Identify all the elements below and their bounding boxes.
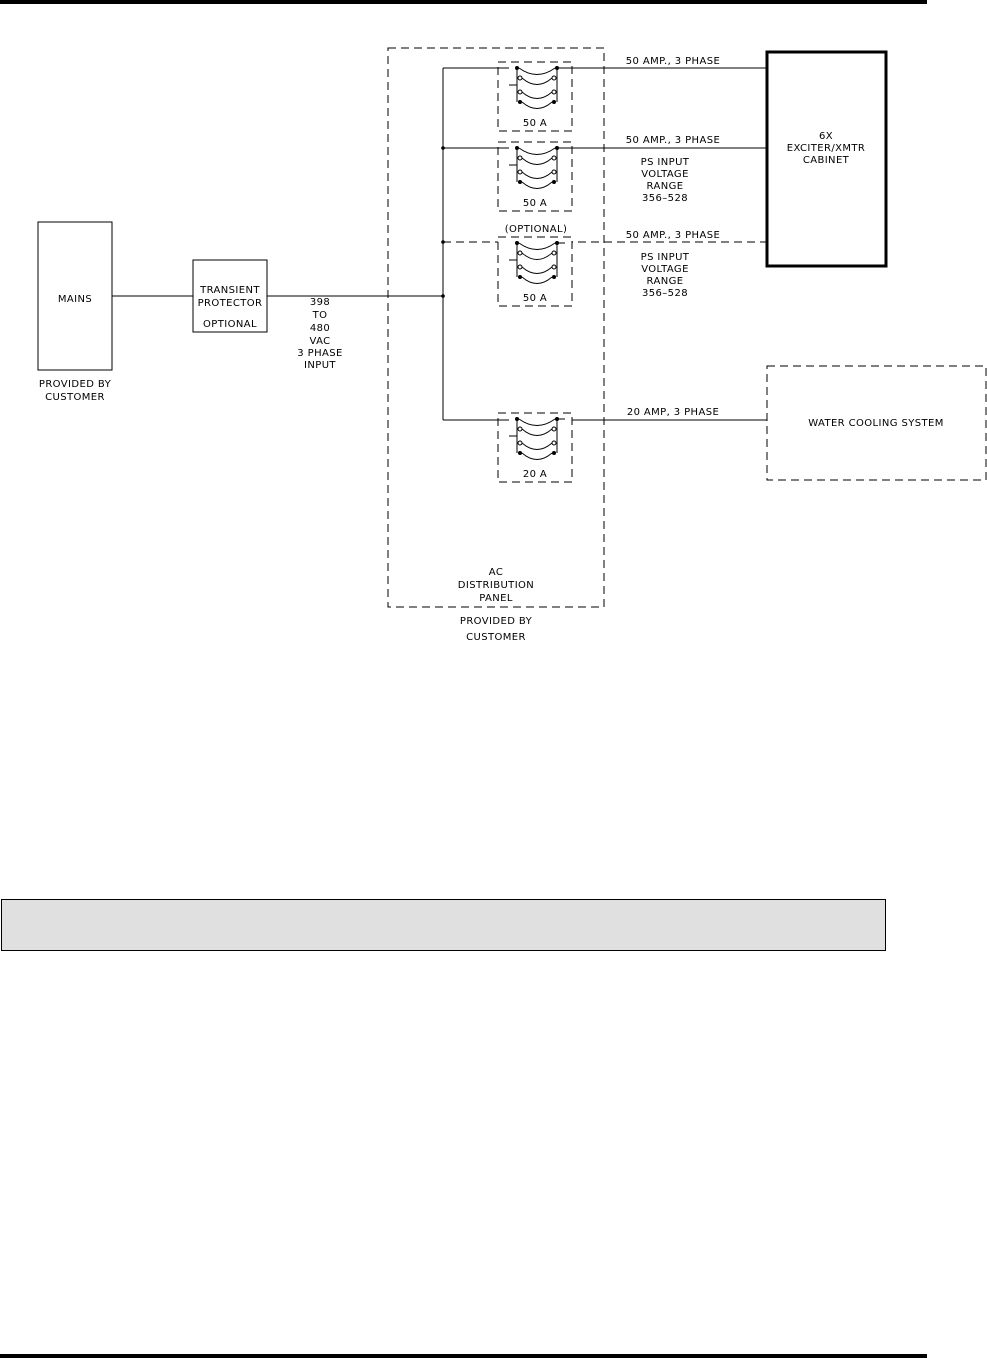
input-line-5: 3 PHASE <box>297 348 342 359</box>
transient-protector-line-2: PROTECTOR <box>198 298 263 309</box>
branch-3-note-line-2: VOLTAGE <box>641 264 689 275</box>
ac-distribution-panel <box>387 47 605 608</box>
exciter-cabinet-box <box>765 50 888 268</box>
branch-2-note-line-4: 356–528 <box>642 193 688 204</box>
transient-protector-line-3: OPTIONAL <box>203 319 257 330</box>
branch-1-feed: 50 AMP., 3 PHASE <box>626 56 720 67</box>
breaker-1-rating: 50 A <box>523 118 547 129</box>
panel-label-line-1: AC <box>489 567 503 578</box>
input-line-6: INPUT <box>304 360 336 371</box>
branch-2-note-line-3: RANGE <box>647 181 684 192</box>
branch-3-feed: 50 AMP., 3 PHASE <box>626 230 720 241</box>
breaker-3-box <box>497 236 573 307</box>
bottom-rule <box>0 1354 927 1358</box>
cabinet-line-3: CABINET <box>803 155 850 166</box>
top-rule <box>0 0 927 4</box>
branch-3-note-line-1: PS INPUT <box>641 252 690 263</box>
breaker-2-rating: 50 A <box>523 198 547 209</box>
breaker-4-box <box>497 412 573 483</box>
panel-note-line-2: CUSTOMER <box>466 632 526 643</box>
transient-protector-line-1: TRANSIENT <box>199 285 260 296</box>
input-line-1: 398 <box>310 297 330 308</box>
breaker-1-box <box>497 61 573 132</box>
mains-note-line-2: CUSTOMER <box>45 392 105 403</box>
cabinet-line-2: EXCITER/XMTR <box>787 143 865 154</box>
power-distribution-diagram: MAINS PROVIDED BY CUSTOMER TRANSIENT PRO… <box>37 47 987 643</box>
breaker-3-rating: 50 A <box>523 293 547 304</box>
branch-3-note-line-3: RANGE <box>647 276 684 287</box>
breaker-2-box <box>497 141 573 212</box>
breaker-3-optional: (OPTIONAL) <box>505 224 568 235</box>
input-line-3: 480 <box>310 323 330 334</box>
input-line-4: VAC <box>309 336 330 347</box>
branch-2-note-line-2: VOLTAGE <box>641 169 689 180</box>
branch-2-note-line-1: PS INPUT <box>641 157 690 168</box>
branch-2-feed: 50 AMP., 3 PHASE <box>626 135 720 146</box>
water-cooling-box <box>766 365 987 481</box>
breaker-4-rating: 20 A <box>523 469 547 480</box>
mains-note-line-1: PROVIDED BY <box>39 379 112 390</box>
branch-3-note-line-4: 356–528 <box>642 288 688 299</box>
water-cooling-label: WATER COOLING SYSTEM <box>808 418 943 429</box>
cabinet-line-1: 6X <box>819 131 833 142</box>
input-line-2: TO <box>312 310 328 321</box>
panel-label-line-2: DISTRIBUTION <box>458 580 534 591</box>
panel-label-line-3: PANEL <box>479 593 513 604</box>
caption-box <box>1 899 886 951</box>
panel-note-line-1: PROVIDED BY <box>460 616 533 627</box>
mains-label: MAINS <box>58 294 92 305</box>
branch-4-feed: 20 AMP, 3 PHASE <box>627 407 719 418</box>
